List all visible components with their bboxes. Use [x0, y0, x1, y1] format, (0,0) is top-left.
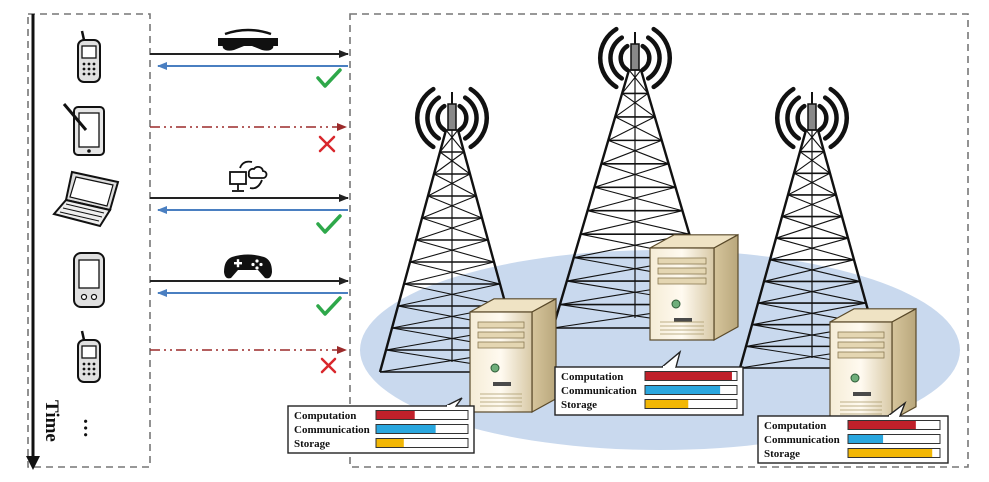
vr-headset-icon	[218, 28, 278, 51]
device-5-cellphone-icon	[77, 330, 101, 383]
time-axis-arrowhead	[26, 456, 40, 470]
resource-bar-fill	[376, 439, 404, 447]
resource-bar-fill	[645, 386, 721, 394]
radio-wave-icon	[775, 86, 849, 150]
resource-label: Communication	[294, 424, 370, 436]
reject-cross-icon	[318, 135, 336, 153]
resource-bar-track	[375, 438, 469, 448]
resource-bar-fill	[848, 421, 916, 429]
resource-label: Computation	[294, 410, 356, 422]
resource-label: Storage	[764, 448, 800, 460]
device-ellipsis: …	[79, 418, 101, 438]
edge-network-frame	[349, 13, 969, 468]
resource-bar-fill	[645, 400, 689, 408]
resource-label: Computation	[764, 420, 826, 432]
accept-check-icon	[316, 296, 342, 316]
device-panel-frame	[27, 13, 151, 468]
resource-bar-fill	[376, 425, 436, 433]
resource-label: Storage	[561, 399, 597, 411]
device-2-tablet-icon	[62, 103, 105, 156]
resource-bar-track	[847, 434, 941, 444]
device-1-cellphone-icon	[77, 30, 101, 83]
popup-pointer	[661, 350, 682, 368]
resource-label: Storage	[294, 438, 330, 450]
popup-pointer	[445, 397, 463, 407]
popup-pointer	[887, 400, 907, 417]
radio-wave-icon	[598, 26, 672, 90]
edge-server-left	[469, 297, 557, 414]
accept-check-icon	[316, 68, 342, 88]
device-4-pda-icon	[73, 252, 105, 308]
time-label: Time	[41, 400, 62, 442]
resource-label: Communication	[764, 434, 840, 446]
reject-cross-icon	[320, 357, 337, 374]
device-3-laptop-icon	[52, 170, 120, 228]
resource-label: Communication	[561, 385, 637, 397]
resource-bar-track	[644, 399, 738, 409]
cloud-computer-icon	[229, 160, 268, 192]
edge-server-middle	[649, 233, 739, 342]
edge-servers	[469, 233, 917, 422]
resource-bar-fill	[848, 449, 933, 457]
edge-server-right	[829, 307, 917, 422]
radio-wave-icon	[415, 86, 489, 150]
accept-check-icon	[316, 214, 342, 234]
resource-bar-fill	[376, 411, 415, 419]
resource-popups: ComputationCommunicationStorageComputati…	[287, 350, 949, 464]
resource-bar-fill	[645, 372, 732, 380]
resource-bar-fill	[848, 435, 884, 443]
resource-bar-track	[375, 410, 469, 420]
gamepad-icon	[224, 254, 272, 279]
resource-label: Computation	[561, 371, 623, 383]
